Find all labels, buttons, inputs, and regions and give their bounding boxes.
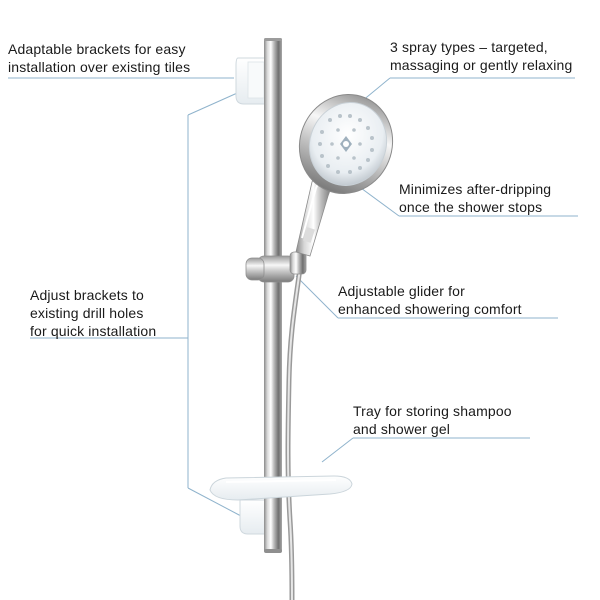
feature-label-line: enhanced showering comfort [338, 301, 522, 317]
shower-tray [209, 475, 353, 501]
shower-glider [245, 251, 307, 283]
lower-bracket [239, 499, 267, 535]
callout-line-glider-pointer [295, 275, 339, 319]
feature-label-line: and shower gel [353, 421, 451, 437]
feature-label-line: Minimizes after-dripping [399, 181, 552, 197]
feature-label-line: installation over existing tiles [8, 59, 191, 75]
feature-label-tray: Tray for storing shampoo and shower gel [353, 402, 512, 438]
shower-rail [264, 38, 282, 553]
spray-nozzles [318, 114, 374, 174]
feature-label-glider: Adjustable glider for enhanced showering… [338, 282, 522, 318]
feature-label-line: for quick installation [30, 323, 157, 339]
callout-line-adjust-down-pointer [187, 487, 242, 517]
feature-label-spray: 3 spray types – targeted, massaging or g… [390, 38, 572, 74]
callout-lines [8, 77, 578, 517]
feature-label-line: once the shower stops [399, 199, 543, 215]
callout-line-adjust-up-pointer [187, 89, 245, 116]
callout-line-tray-pointer [321, 437, 354, 463]
feature-label-line: 3 spray types – targeted, [390, 39, 548, 55]
upper-bracket [235, 57, 267, 105]
feature-label-adjust: Adjust brackets to existing drill holes … [30, 286, 156, 340]
hand-shower [295, 94, 394, 257]
feature-label-line: Adjust brackets to [30, 287, 144, 303]
feature-label-line: massaging or gently relaxing [390, 57, 573, 73]
feature-label-line: existing drill holes [30, 305, 144, 321]
feature-label-brackets: Adaptable brackets for easy installation… [8, 40, 190, 76]
feature-label-line: Tray for storing shampoo [353, 403, 512, 419]
feature-label-drip: Minimizes after-dripping once the shower… [399, 180, 551, 216]
feature-label-line: Adjustable glider for [338, 283, 465, 299]
feature-label-line: Adaptable brackets for easy [8, 41, 186, 57]
